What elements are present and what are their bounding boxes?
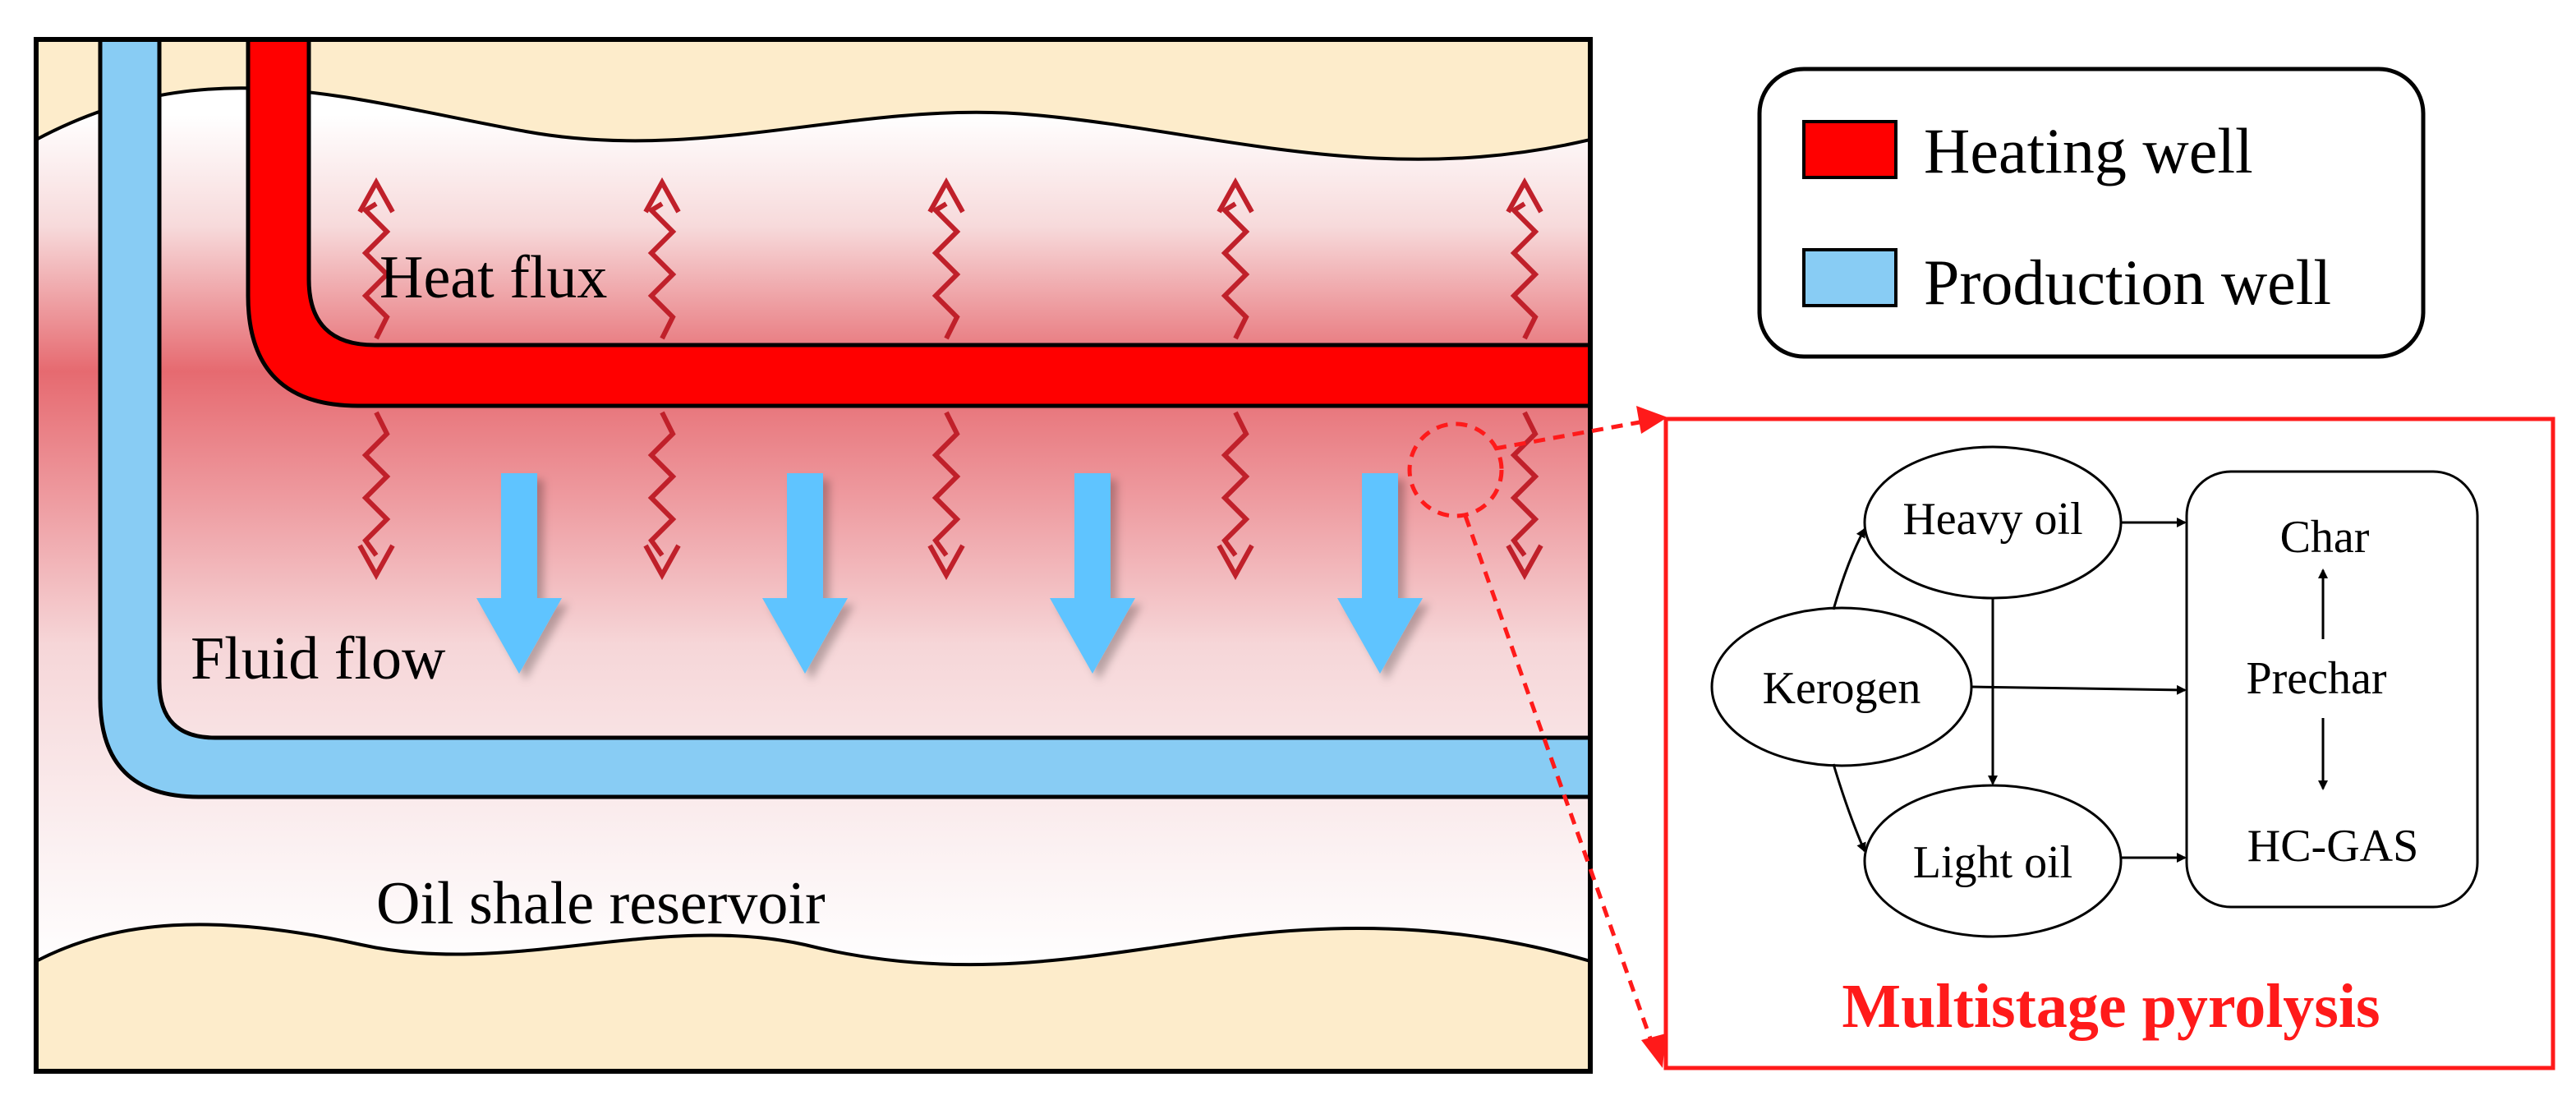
heat-flux-arrowhead-up <box>927 177 965 214</box>
fluid-flow-arrow <box>1337 473 1423 674</box>
heating-well-swatch <box>1802 120 1898 179</box>
heat-flux-arrowhead-down <box>357 544 395 581</box>
fluid-flow-arrow <box>1050 473 1135 674</box>
heat-flux-arrow-down <box>361 411 391 557</box>
heat-flux-arrow-up <box>1221 201 1250 340</box>
arrow-kerogen-light <box>1832 763 1866 853</box>
heat-flux-label: Heat flux <box>380 244 607 311</box>
callout-line-top <box>1494 420 1640 451</box>
heat-flux-arrow-up <box>932 201 961 340</box>
heat-flux-arrow-down <box>932 411 961 557</box>
heat-flux-arrowhead-up <box>643 177 681 214</box>
heat-flux-arrowhead-down <box>927 544 965 581</box>
fluid-flow-arrow <box>476 473 562 674</box>
legend-heating-well: Heating well <box>1924 115 2253 186</box>
heat-flux-arrowhead-down <box>1217 544 1254 581</box>
callout-circle <box>1407 421 1504 518</box>
light-oil-node <box>1863 784 2123 938</box>
prechar-label: Prechar <box>2246 653 2386 704</box>
callout-arrowhead-top <box>1636 406 1668 434</box>
reservoir-panel: Heat flux Fluid flow Oil shale reservoir <box>36 39 1590 1071</box>
heat-flux-arrow-up <box>361 201 391 340</box>
reservoir-label: Oil shale reservoir <box>376 870 826 937</box>
heat-flux-arrow-up <box>1510 201 1539 340</box>
heat-flux-arrow-up <box>647 201 677 340</box>
heat-flux-arrowhead-down <box>643 544 681 581</box>
kerogen-label: Kerogen <box>1763 663 1921 714</box>
production-well-swatch <box>1802 248 1898 307</box>
heat-flux-arrowhead-up <box>1217 177 1254 214</box>
heat-flux-arrowhead-down <box>1506 544 1543 581</box>
heat-flux-arrow-down <box>1221 411 1250 557</box>
zoom-callout <box>1407 406 1668 1068</box>
heat-flux-arrowhead-up <box>1506 177 1543 214</box>
reservoir-panel-border <box>34 37 1593 1074</box>
heat-flux-arrows <box>357 177 1543 581</box>
products-box <box>2185 470 2479 909</box>
fluid-flow-arrow <box>762 473 848 674</box>
legend-production-well: Production well <box>1924 246 2331 318</box>
arrow-kerogen-heavy <box>1832 527 1866 610</box>
pyrolysis-panel: Kerogen Heavy oil Light oil Char Prechar… <box>1663 417 2555 1070</box>
legend: Heating well Production well <box>1757 67 2426 359</box>
light-oil-label: Light oil <box>1913 837 2072 888</box>
heat-flux-arrow-down <box>647 411 677 557</box>
arrow-kerogen-products <box>1971 684 2187 695</box>
production-well <box>98 39 1590 799</box>
hc-gas-label: HC-GAS <box>2247 821 2418 872</box>
callout-line-bottom <box>1463 515 1657 1051</box>
legend-box <box>1757 67 2426 359</box>
heating-well <box>246 39 1590 408</box>
heavy-oil-label: Heavy oil <box>1902 494 2082 545</box>
char-label: Char <box>2280 512 2370 563</box>
fluid-flow-label: Fluid flow <box>191 625 446 693</box>
fluid-flow-arrows <box>476 473 1423 674</box>
callout-arrowhead-bottom <box>1641 1033 1666 1068</box>
heat-flux-arrowhead-up <box>357 177 395 214</box>
pyrolysis-title: Multistage pyrolysis <box>1842 972 2380 1041</box>
heat-flux-arrow-down <box>1510 411 1539 557</box>
